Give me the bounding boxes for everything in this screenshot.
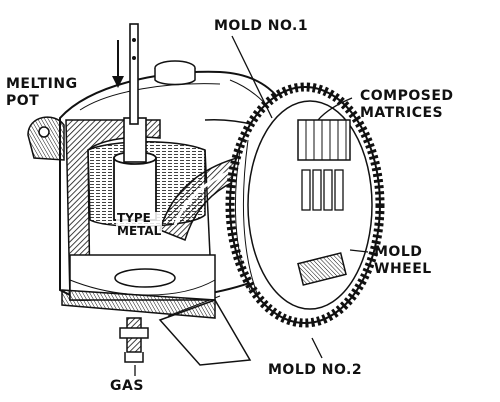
type-metal-label: TYPE METAL (116, 211, 163, 238)
composed-matrices (297, 119, 351, 161)
mold-wheel-label: MOLD WHEEL (374, 244, 432, 277)
melting-pot-label: MELTING POT (6, 76, 78, 109)
plunger-arrow (112, 40, 124, 88)
slug-bars (301, 169, 344, 211)
gas-pipe (119, 317, 149, 363)
mold-no1-label: MOLD NO.1 (214, 18, 309, 34)
gas-label: GAS (110, 378, 144, 394)
composed-matrices-label: COMPOSED MATRICES (360, 88, 454, 121)
mold-no2-slot (297, 252, 347, 286)
mold-no2-label: MOLD NO.2 (268, 362, 363, 378)
leader-lines (134, 35, 369, 376)
